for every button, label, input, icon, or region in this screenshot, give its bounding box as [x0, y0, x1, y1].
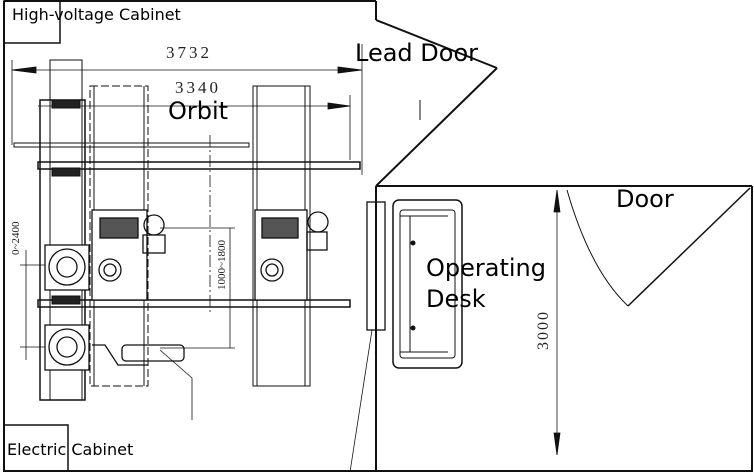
door-swing	[566, 187, 751, 307]
high-voltage-cabinet-box	[3, 0, 61, 44]
overall-width-dimension: 3732	[166, 43, 212, 62]
electric-cabinet-label: Electric Cabinet	[7, 440, 134, 459]
walls	[3, 0, 753, 472]
orbit-rails	[13, 59, 361, 401]
door-label: Door	[616, 185, 674, 213]
operating-desk-label: Operating Desk	[426, 254, 546, 313]
sid-range-dimension: 1000~1800	[216, 240, 228, 290]
detectors	[44, 244, 193, 420]
orbit-label: Orbit	[168, 97, 229, 125]
xray-units	[91, 209, 329, 301]
electric-cabinet-box	[3, 424, 69, 472]
high-voltage-cabinet-label: High-voltage Cabinet	[12, 5, 181, 24]
operating-desk-shape	[392, 199, 463, 369]
detector-range-dimension: 0~2400	[10, 221, 22, 255]
lead-door-label: Lead Door	[355, 39, 478, 67]
orbit-length-dimension: 3340	[175, 78, 221, 97]
room-depth-dimension: 3000	[535, 310, 552, 350]
